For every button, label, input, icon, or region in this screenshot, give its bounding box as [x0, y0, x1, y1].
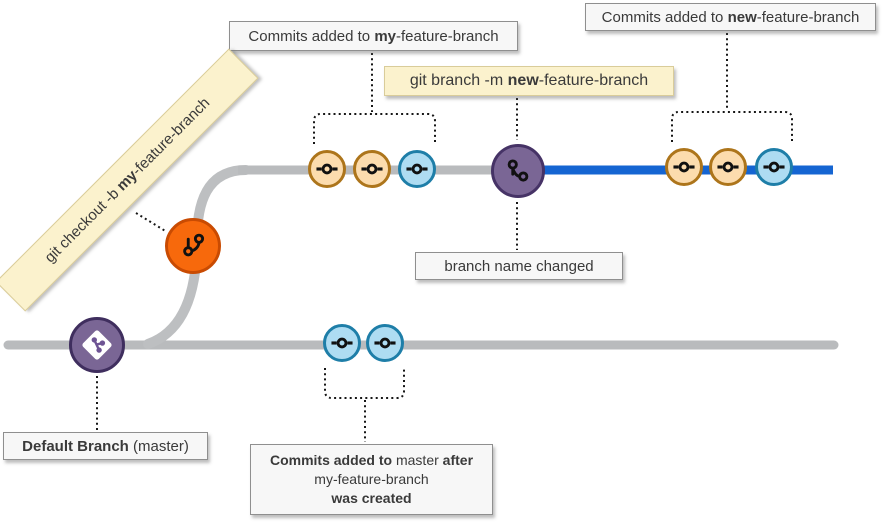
commit-node: [398, 150, 436, 188]
default-branch-note: Default Branch (master): [3, 432, 208, 460]
commits-my-feature-note: Commits added to my-feature-branch: [229, 21, 518, 51]
commits-new-feature-note: Commits added to new-feature-branch: [585, 3, 876, 31]
note-text: -feature-branch: [756, 8, 860, 26]
commit-node: [323, 324, 361, 362]
commit-icon: [406, 163, 428, 175]
git-branch-icon: [183, 233, 205, 257]
checkout-branch-node: [165, 218, 221, 274]
git-logo-icon: [82, 330, 112, 360]
git-branch-rename-command: git branch -m new-feature-branch: [384, 66, 674, 96]
commit-icon: [331, 337, 353, 349]
note-line: my-feature-branch: [314, 471, 429, 487]
git-branch-icon: [507, 159, 529, 182]
bracket-commits-master: [324, 368, 405, 399]
note-text: -feature-branch: [396, 27, 499, 45]
commit-icon: [316, 163, 338, 175]
commit-node: [366, 324, 404, 362]
branch-rename-node: [491, 144, 545, 198]
branch-name-changed-note: branch name changed: [415, 252, 623, 280]
commit-node: [665, 148, 703, 186]
command-text-bold: new: [507, 72, 539, 89]
note-text: Commits added to: [601, 8, 728, 26]
note-text-bold: Default Branch: [22, 437, 129, 455]
leader-checkout-cmd: [135, 212, 168, 233]
note-line: Commits added to master after: [269, 452, 474, 468]
commit-node: [755, 148, 793, 186]
note-text-bold: new: [727, 8, 757, 26]
note-line: was created: [331, 490, 412, 506]
bracket-commits-my: [313, 113, 436, 144]
commit-node: [709, 148, 747, 186]
command-text: -feature-branch: [538, 72, 649, 89]
master-branch-node: [69, 317, 125, 373]
bracket-commits-new: [671, 111, 793, 142]
commit-icon: [717, 161, 739, 173]
commit-node: [308, 150, 346, 188]
note-text: branch name changed: [444, 257, 594, 275]
commit-icon: [673, 161, 695, 173]
command-text: git branch -m: [409, 72, 508, 89]
note-text: (master): [128, 437, 189, 455]
note-text-bold: my: [374, 27, 396, 45]
commit-node: [353, 150, 391, 188]
commits-master-note: Commits added to master after my-feature…: [250, 444, 493, 515]
commit-icon: [361, 163, 383, 175]
commit-icon: [374, 337, 396, 349]
note-text: Commits added to: [248, 27, 375, 45]
commit-icon: [763, 161, 785, 173]
